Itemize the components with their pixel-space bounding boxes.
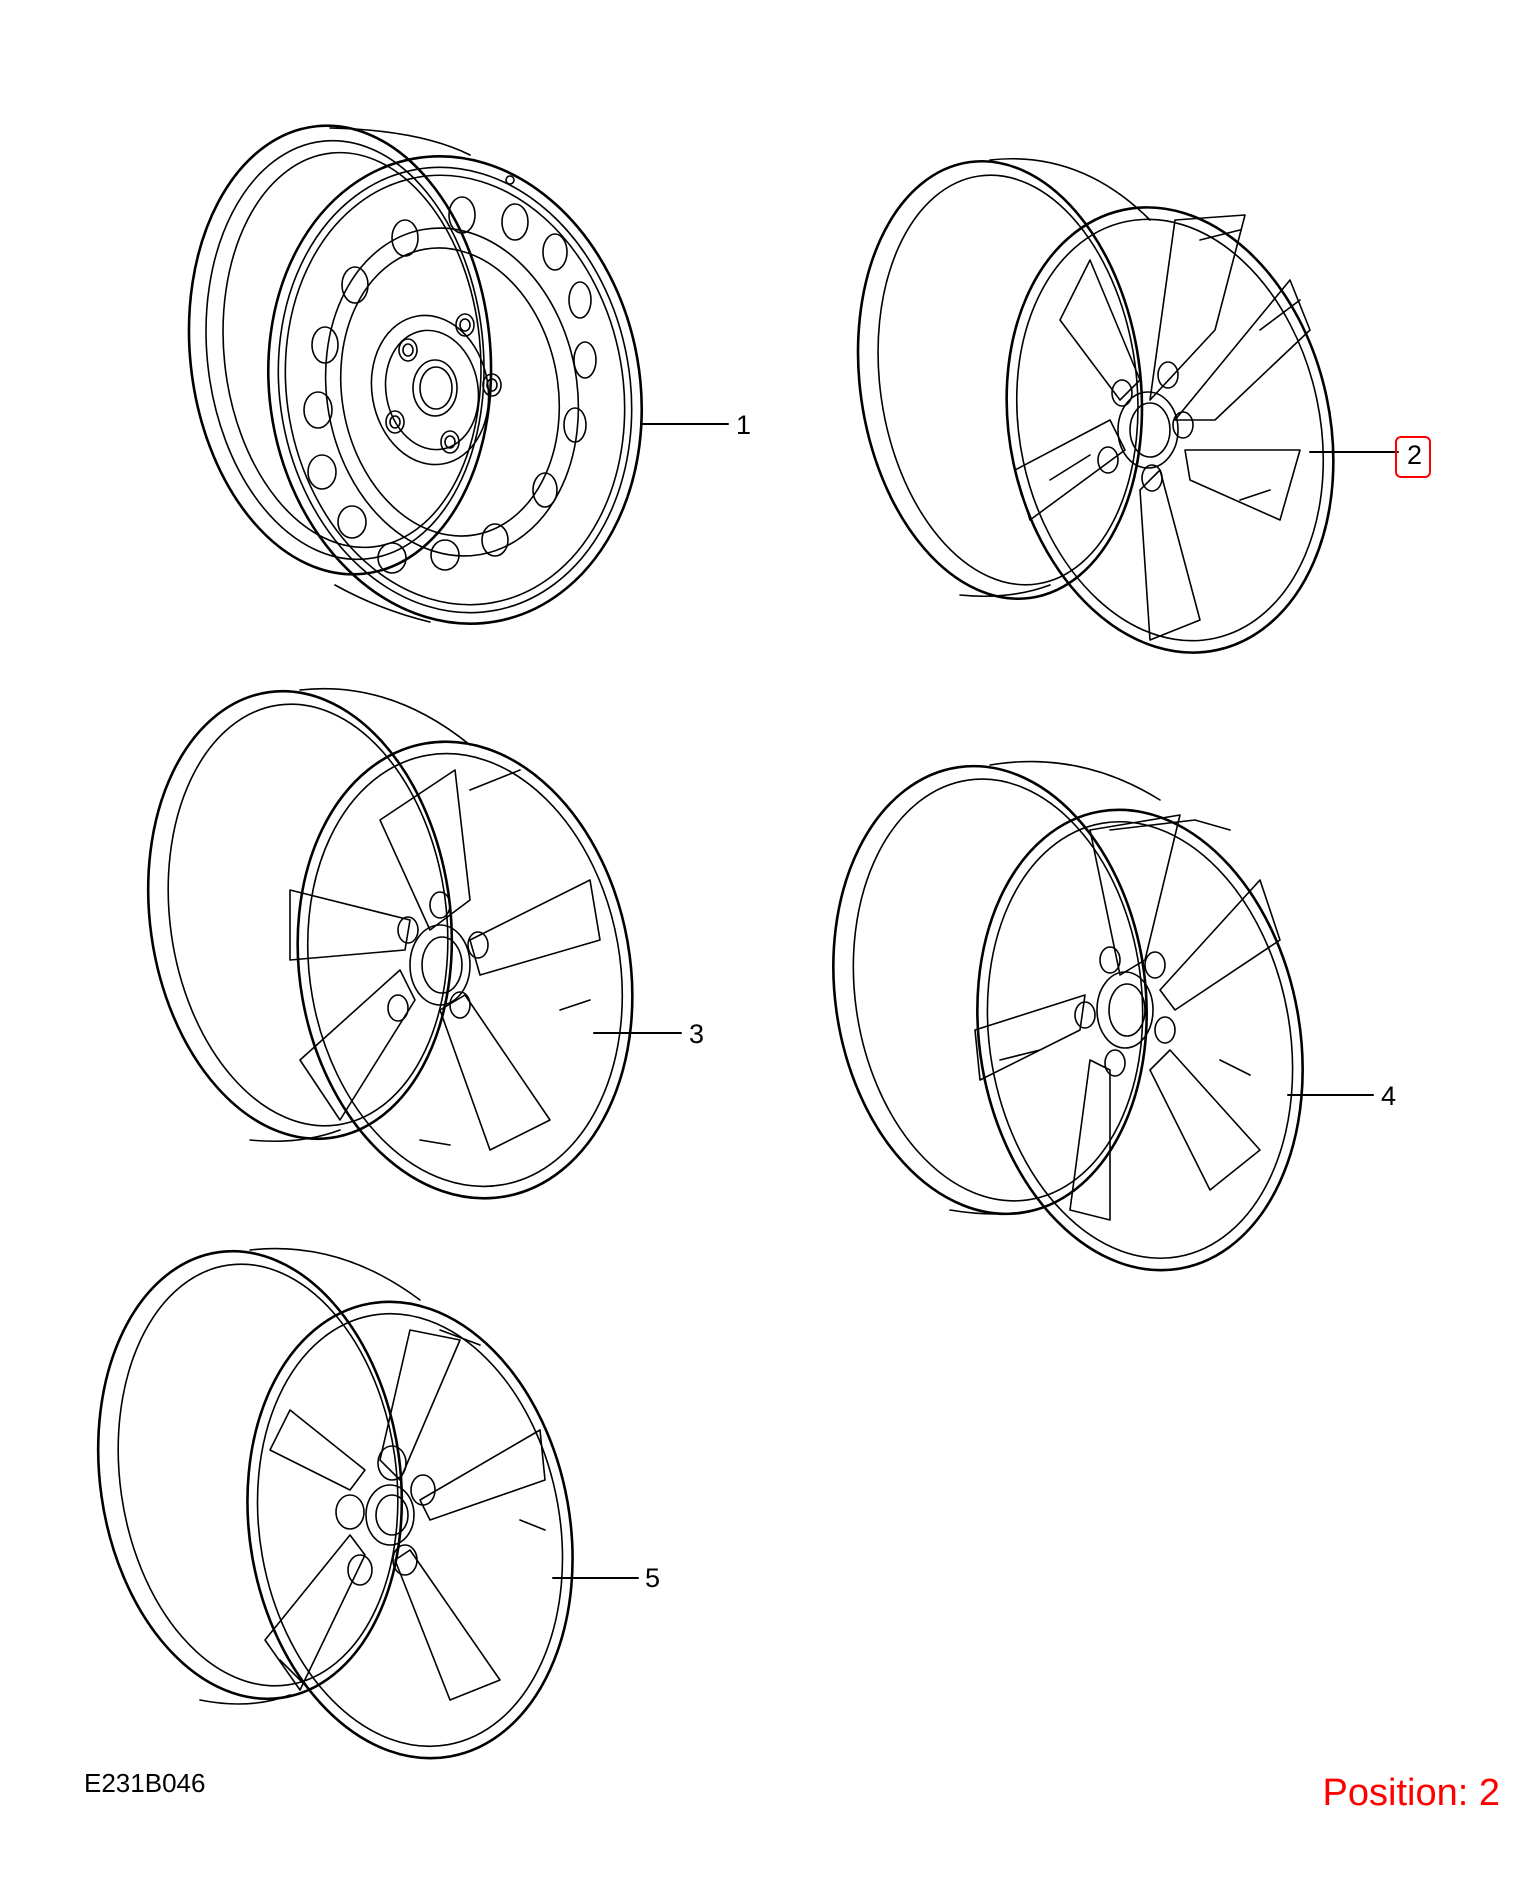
wheel-3-alloy[interactable] xyxy=(120,671,682,1225)
callout-number-2[interactable]: 2 xyxy=(1407,440,1423,470)
callout-number-3[interactable]: 3 xyxy=(689,1019,705,1049)
wheel-5-alloy[interactable] xyxy=(70,1231,639,1784)
wheel-2-alloy[interactable] xyxy=(831,143,1399,684)
wheel-1-steel[interactable] xyxy=(167,111,729,654)
callout-number-4[interactable]: 4 xyxy=(1381,1081,1397,1111)
selected-callout-highlight xyxy=(1395,436,1431,478)
position-label: Position: 2 xyxy=(1322,1772,1500,1814)
callout-number-1[interactable]: 1 xyxy=(736,410,752,440)
wheel-4-alloy[interactable] xyxy=(805,746,1374,1297)
callout-number-5[interactable]: 5 xyxy=(645,1563,661,1593)
drawing-code: E231B046 xyxy=(84,1768,206,1798)
